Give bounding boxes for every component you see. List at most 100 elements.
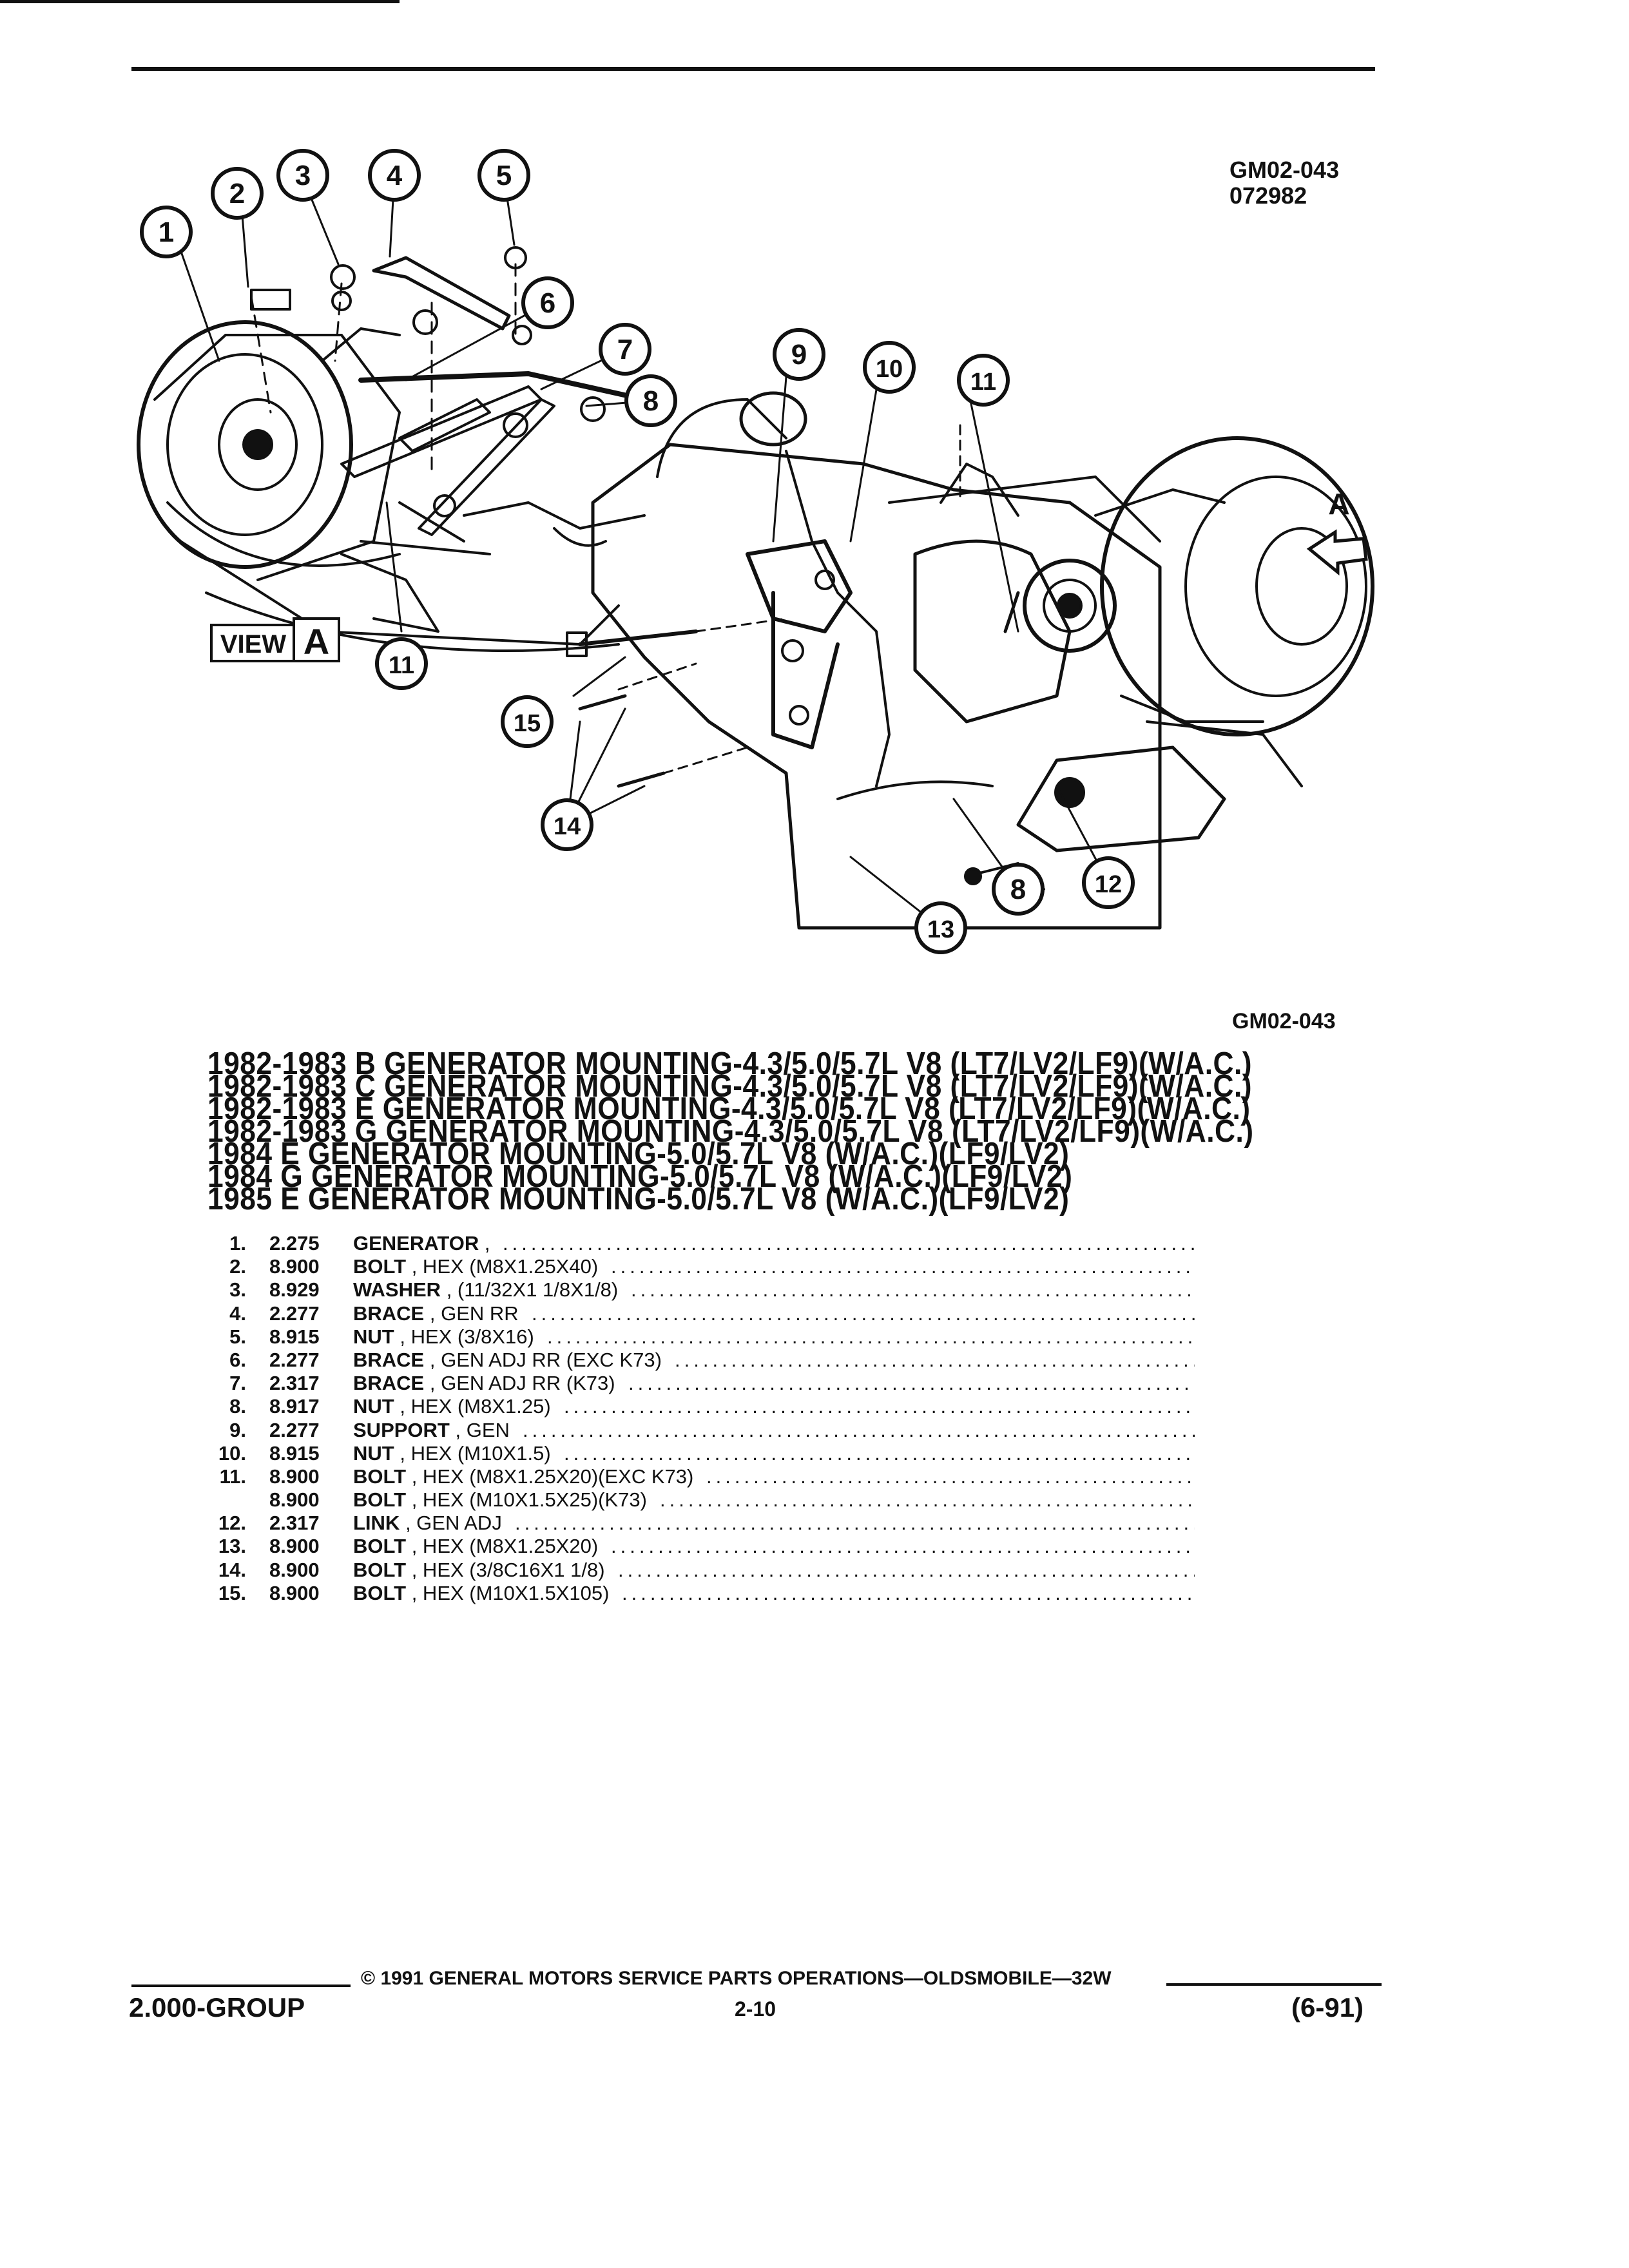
part-description: BRACE , GEN RR [353, 1302, 519, 1325]
leader-dots: ........................................… [628, 1372, 1195, 1395]
part-description: NUT , HEX (M8X1.25) [353, 1395, 551, 1418]
part-name: NUT [353, 1441, 394, 1465]
part-row: 10. 8.915 NUT , HEX (M10X1.5).............… [207, 1442, 1239, 1465]
part-number: 1. [229, 1232, 246, 1254]
part-detail: , [484, 1232, 490, 1254]
part-number: 11. [219, 1465, 246, 1488]
leader-dots: ........................................… [660, 1488, 1195, 1512]
part-description: BRACE , GEN ADJ RR (EXC K73) [353, 1349, 662, 1372]
part-description: SUPPORT , GEN [353, 1419, 510, 1442]
part-group-code: 8.900 [269, 1535, 320, 1558]
callout-8: 8 [624, 374, 677, 427]
section-heading: 1982-1983 B GENERATOR MOUNTING-4.3/5.0/5… [207, 1046, 1252, 1081]
leader-dots: ........................................… [503, 1232, 1195, 1254]
callout-label: 7 [617, 334, 633, 365]
leader-dots: ........................................… [564, 1441, 1195, 1465]
part-name: BOLT [353, 1558, 407, 1581]
part-description: GENERATOR , [353, 1232, 490, 1255]
callout-3: 3 [276, 149, 329, 202]
callout-13: 13 [914, 901, 967, 954]
section-heading: 1985 E GENERATOR MOUNTING-5.0/5.7L V8 (W… [207, 1182, 1070, 1216]
callout-label: 4 [387, 160, 403, 191]
section-heading: 1982-1983 C GENERATOR MOUNTING-4.3/5.0/5… [207, 1069, 1252, 1104]
part-description: NUT , HEX (3/8X16) [353, 1325, 534, 1349]
leader-dots: ........................................… [618, 1558, 1195, 1581]
part-group-code: 8.900 [269, 1558, 320, 1581]
part-detail: , (11/32X1 1/8X1/8) [446, 1278, 619, 1302]
part-name: WASHER [353, 1278, 441, 1302]
part-description: BOLT , HEX (M8X1.25X20)(EXC K73) [353, 1465, 693, 1488]
part-description: BOLT , HEX (M10X1.5X105) [353, 1582, 609, 1605]
footer-copyright: © 1991 GENERAL MOTORS SERVICE PARTS OPER… [361, 1968, 1112, 1989]
part-detail: , HEX (M8X1.25X20) [411, 1535, 599, 1558]
part-description: BRACE , GEN ADJ RR (K73) [353, 1372, 615, 1395]
part-description: BOLT , HEX (M8X1.25X20) [353, 1535, 598, 1558]
part-detail: , HEX (3/8X16) [400, 1325, 534, 1348]
part-group-code: 8.915 [269, 1441, 320, 1465]
part-detail: , GEN RR [429, 1302, 519, 1325]
part-name: SUPPORT [353, 1418, 450, 1441]
callout-11: 11 [375, 637, 428, 690]
top-edge-rule [0, 0, 400, 3]
part-detail: , HEX (M8X1.25X40) [411, 1255, 599, 1278]
part-number: 2. [229, 1255, 246, 1278]
part-name: GENERATOR [353, 1232, 479, 1254]
engine-block-illustration [591, 391, 1303, 930]
part-row: 3. 8.929 WASHER , (11/32X1 1/8X1/8).......… [207, 1278, 1239, 1302]
part-group-code: 8.900 [269, 1488, 320, 1512]
callout-label: 10 [876, 356, 903, 383]
part-group-code: 8.917 [269, 1395, 320, 1418]
part-number: 15. [218, 1581, 246, 1604]
part-number: 9. [229, 1418, 246, 1441]
part-name: BOLT [353, 1255, 407, 1278]
part-number: 3. [229, 1278, 246, 1302]
part-number: 12. [218, 1512, 246, 1535]
part-group-code: 8.900 [269, 1581, 320, 1604]
part-group-code: 8.900 [269, 1465, 320, 1488]
view-a-label: VIEW A [210, 617, 340, 662]
leader-dots: ........................................… [706, 1465, 1195, 1488]
part-group-code: 2.277 [269, 1348, 320, 1371]
footer-rule-right [1166, 1983, 1382, 1986]
part-description: WASHER , (11/32X1 1/8X1/8) [353, 1278, 618, 1302]
part-detail: , HEX (M10X1.5) [400, 1441, 551, 1465]
parts-list: 1. 2.275 GENERATOR ,......................… [207, 1232, 1239, 1605]
part-name: BOLT [353, 1465, 407, 1488]
leader-dots: ........................................… [675, 1348, 1195, 1371]
header-rule [131, 67, 1375, 71]
callout-11: 11 [957, 354, 1010, 407]
part-group-code: 8.929 [269, 1278, 320, 1302]
part-row: 11. 8.900 BOLT , HEX (M8X1.25X20)(EXC K73)… [207, 1465, 1239, 1488]
callout-label: 5 [496, 160, 512, 191]
part-detail: , GEN ADJ RR (EXC K73) [429, 1348, 662, 1371]
section-heading: 1982-1983 E GENERATOR MOUNTING-4.3/5.0/5… [207, 1091, 1251, 1126]
callout-label: 8 [1010, 874, 1026, 905]
callout-label: 13 [927, 916, 954, 943]
callout-label: 8 [643, 385, 659, 417]
part-number: 10. [218, 1441, 246, 1465]
figure-date-code: 072982 [1229, 182, 1307, 209]
callout-label: 11 [389, 652, 414, 679]
leader-dots: ........................................… [547, 1325, 1195, 1348]
part-group-code: 2.275 [269, 1232, 320, 1254]
leader-dots: ........................................… [532, 1302, 1195, 1325]
part-number: 13. [218, 1535, 246, 1558]
part-name: NUT [353, 1325, 394, 1348]
callout-label: 9 [791, 339, 807, 370]
part-name: BRACE [353, 1372, 425, 1395]
leader-dots: ........................................… [515, 1512, 1195, 1535]
footer-date: (6-91) [1291, 1992, 1364, 2023]
part-group-code: 8.915 [269, 1325, 320, 1348]
leader-dots: ........................................… [631, 1278, 1195, 1302]
callout-label: 6 [540, 287, 555, 319]
callout-5: 5 [477, 149, 530, 202]
part-group-code: 8.900 [269, 1255, 320, 1278]
part-description: LINK , GEN ADJ [353, 1512, 502, 1535]
section-heading: 1982-1983 G GENERATOR MOUNTING-4.3/5.0/5… [207, 1114, 1254, 1149]
